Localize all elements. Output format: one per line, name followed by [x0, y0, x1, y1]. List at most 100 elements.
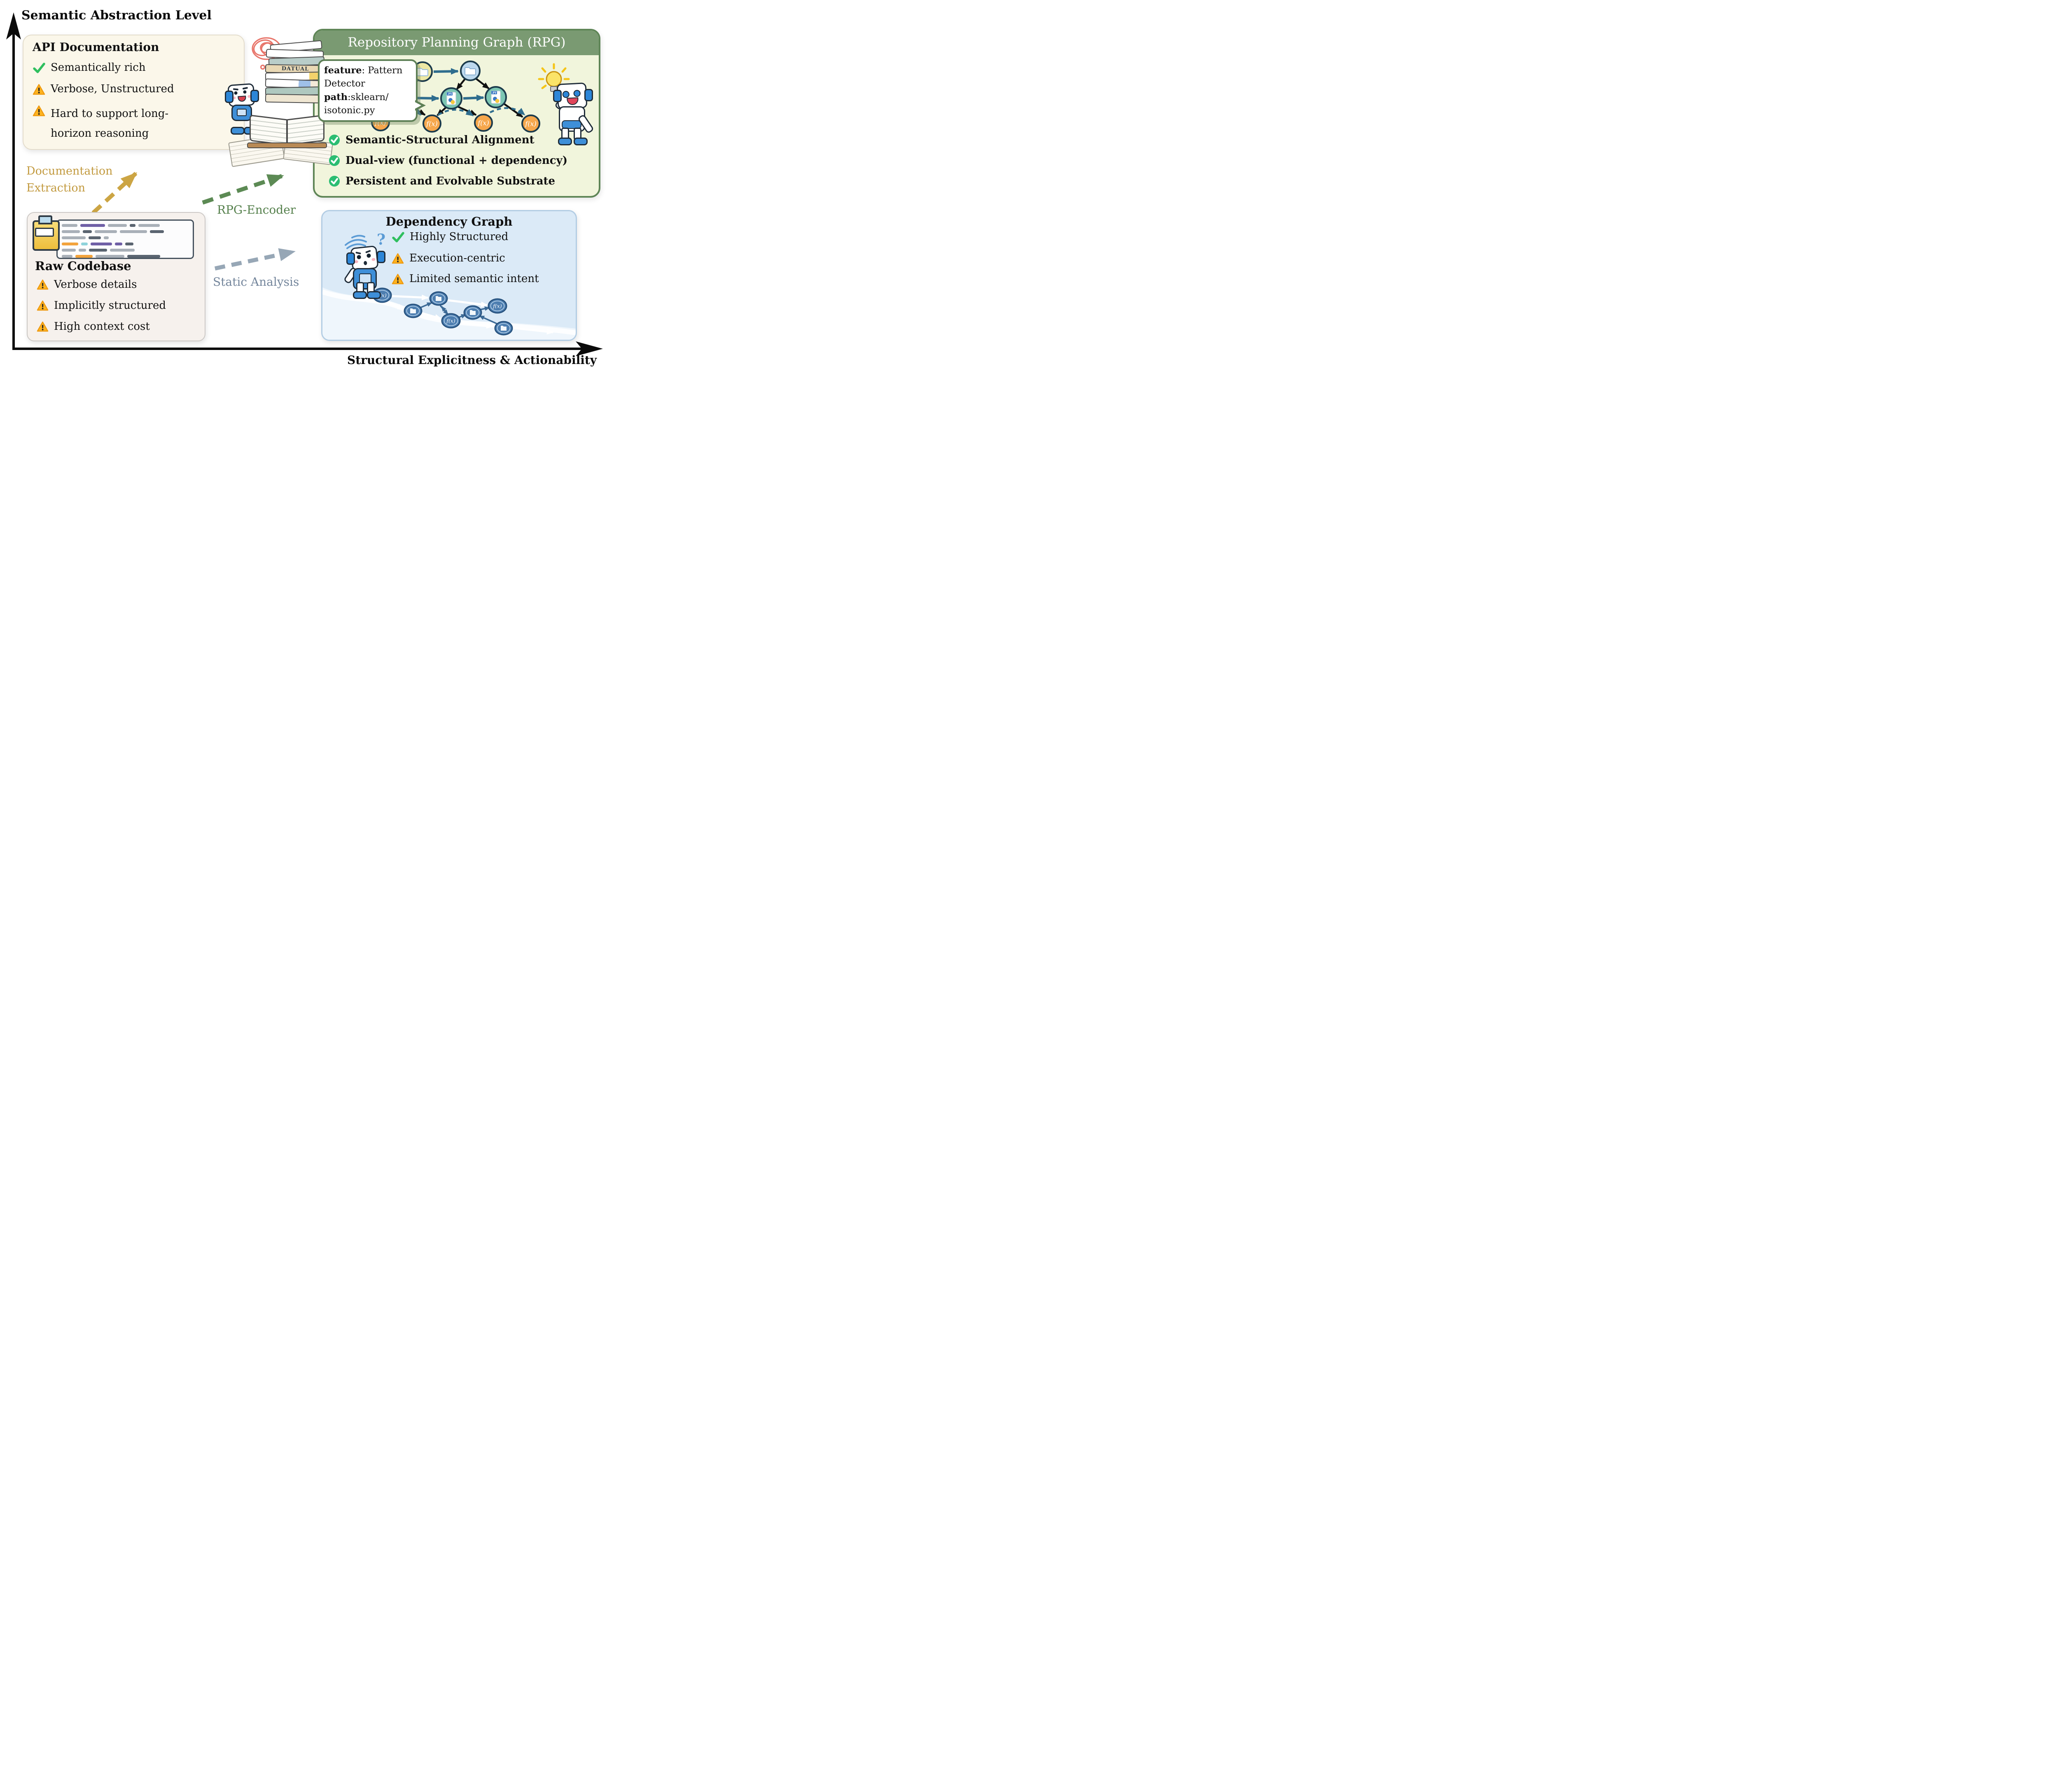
code-line — [62, 255, 189, 258]
code-line — [62, 230, 189, 233]
rpg-title: Repository Planning Graph (RPG) — [348, 35, 566, 50]
list-item: Execution-centric — [392, 252, 505, 265]
x-axis-title: Structural Explicitness & Actionability — [347, 353, 597, 367]
static-analysis-label: Static Analysis — [213, 275, 299, 289]
api-documentation-panel: API Documentation Semantically rich Verb… — [23, 35, 245, 150]
dependency-graph-title: Dependency Graph — [385, 215, 513, 229]
x-axis — [12, 341, 603, 356]
list-item: Implicitly structured — [37, 299, 166, 313]
list-item-label: Execution-centric — [409, 252, 505, 264]
code-line — [62, 236, 189, 239]
raw-codebase-title: Raw Codebase — [35, 259, 131, 273]
rpg-panel: Repository Planning Graph (RPG) — [313, 29, 600, 198]
list-item-label: High context cost — [54, 320, 150, 333]
folder-icon — [417, 68, 428, 76]
check-circle-icon — [329, 175, 340, 187]
list-item: Dual-view (functional + dependency) — [329, 154, 567, 168]
open-book-cover — [247, 142, 327, 148]
module-node — [463, 305, 482, 320]
function-node: f(x) — [474, 114, 493, 132]
list-item-label: Implicitly structured — [54, 299, 166, 312]
axes-and-arrows-layer — [6, 12, 603, 356]
list-item: Verbose details — [37, 278, 137, 292]
python-file-node: .PY — [485, 86, 507, 108]
python-file-node: .PY — [440, 87, 462, 110]
figure-canvas: Semantic Abstraction Level Structural Ex… — [0, 0, 636, 373]
raw-codebase-panel: Raw Codebase Verbose details Implicitly … — [27, 212, 205, 341]
api-documentation-title: API Documentation — [33, 40, 159, 54]
function-node-label: f(x) — [426, 120, 437, 128]
code-line — [62, 224, 189, 227]
documentation-extraction-arrow — [91, 172, 138, 215]
list-item-label: Semantic-Structural Alignment — [346, 134, 535, 146]
function-node-label: f(x) — [477, 119, 489, 127]
list-item: Highly Structured — [392, 230, 508, 244]
feature-line: feature: Pattern Detector — [324, 65, 403, 89]
py-extension-tag: .PY — [447, 93, 452, 96]
check-icon — [392, 231, 404, 244]
code-line — [62, 249, 189, 252]
rpg-encoder-label: RPG-Encoder — [217, 203, 296, 217]
check-circle-icon — [329, 134, 340, 146]
reading-robot-illustration: DATUAL — [222, 32, 334, 172]
river-edges — [385, 294, 554, 335]
function-node: f(x) — [488, 298, 507, 314]
list-item-label: Dual-view (functional + dependency) — [346, 154, 568, 167]
rpg-encoder-arrow — [202, 174, 284, 205]
function-node-label: f(x) — [493, 303, 502, 309]
list-item: High context cost — [37, 320, 150, 334]
module-node — [429, 291, 448, 306]
list-item: Limited semantic intent — [392, 272, 539, 286]
code-editor-illustration — [56, 219, 194, 259]
check-icon — [33, 62, 45, 75]
folder-icon — [410, 308, 416, 313]
folder-node-blue — [460, 61, 481, 81]
list-item: Hard to support long-horizon reasoning — [33, 104, 186, 143]
rpg-panel-header: Repository Planning Graph (RPG) — [315, 30, 599, 55]
open-book — [250, 114, 324, 146]
folder-icon — [470, 310, 476, 315]
y-axis — [6, 12, 21, 350]
list-item: Persistent and Evolvable Substrate — [329, 175, 555, 188]
dependency-edges — [420, 302, 499, 325]
river-nodes: f(x) f(x) — [372, 287, 513, 336]
list-item-label: Limited semantic intent — [409, 273, 539, 285]
robot-with-lightbulb — [536, 63, 598, 161]
function-node-label: f(x) — [446, 318, 455, 324]
py-extension-tag: .PY — [492, 91, 497, 94]
list-item-label: Verbose, Unstructured — [51, 83, 174, 95]
robot-confused: ? — [341, 231, 394, 307]
folder-icon — [436, 296, 441, 301]
module-node — [404, 303, 423, 318]
dependency-graph-panel: f(x) f(x) — [321, 210, 577, 341]
list-item-label: Verbose details — [54, 278, 137, 291]
function-node-label: f(x) — [525, 120, 536, 128]
dependency-edges — [383, 68, 525, 117]
function-nodes: f(x) f(x) f(x) f(x) — [371, 113, 540, 133]
function-node: f(x) — [441, 313, 461, 329]
warning-icon — [37, 321, 49, 333]
warning-icon — [37, 300, 49, 312]
list-item-label: Hard to support long-horizon reasoning — [51, 107, 169, 140]
check-circle-icon — [329, 155, 340, 166]
question-mark: ? — [377, 231, 386, 248]
list-item-label: Persistent and Evolvable Substrate — [346, 175, 556, 187]
function-node: f(x) — [521, 114, 540, 133]
folder-icon — [501, 326, 507, 331]
list-item-label: Highly Structured — [410, 231, 509, 243]
list-item-label: Semantically rich — [51, 61, 146, 74]
warning-icon — [392, 252, 404, 265]
path-line: path:sklearn/isotonic.py — [324, 92, 389, 116]
module-node — [494, 321, 513, 336]
folder-icon — [33, 215, 60, 251]
warning-icon — [33, 105, 45, 117]
list-item: Semantic-Structural Alignment — [329, 133, 535, 147]
warning-icon — [392, 273, 404, 285]
y-axis-title: Semantic Abstraction Level — [21, 8, 212, 23]
list-item: Semantically rich — [33, 61, 146, 75]
function-node: f(x) — [423, 114, 441, 133]
warning-icon — [37, 279, 49, 291]
warning-icon — [33, 83, 45, 96]
static-analysis-arrow — [214, 248, 296, 271]
code-line — [62, 243, 189, 245]
